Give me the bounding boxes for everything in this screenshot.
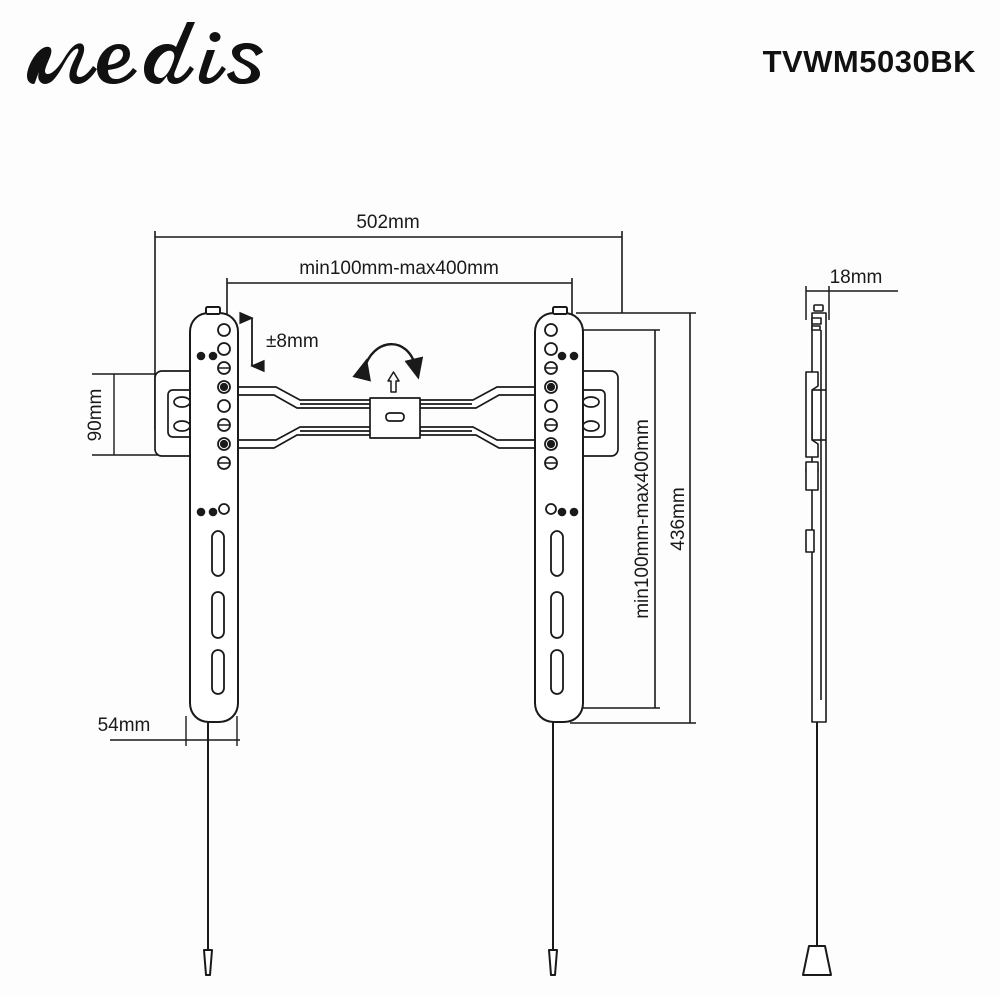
rotation-arc-icon: [352, 343, 424, 382]
dimension-vesa-vertical: [576, 329, 660, 709]
label-plate-height: 90mm: [85, 389, 106, 442]
bracket-arm-left-pins: [196, 351, 229, 517]
bracket-arm-left: [189, 306, 239, 723]
dimension-depth: [805, 286, 898, 320]
pull-cord-right: [548, 722, 558, 976]
bracket-arm-right: [534, 306, 584, 723]
label-overall-width: 502mm: [356, 212, 419, 233]
dimension-arm-width: [110, 716, 240, 746]
label-depth: 18mm: [830, 267, 883, 288]
bracket-arm-right-pins: [546, 351, 579, 517]
label-vesa-horizontal: min100mm-max400mm: [299, 258, 499, 279]
label-overall-height: 436mm: [668, 487, 689, 550]
dimension-overall-height: [570, 312, 696, 724]
bracket-arm-right-holes: [544, 323, 564, 695]
label-arm-width: 54mm: [98, 715, 151, 736]
label-vesa-vertical: min100mm-max400mm: [632, 419, 653, 619]
page-header: TVWM5030BK: [0, 0, 1000, 120]
label-vertical-adjust: ±8mm: [266, 331, 319, 352]
side-view-profile: [805, 304, 827, 723]
lock-release-arrow-icon: [387, 371, 400, 393]
nedis-script-logo: [18, 14, 318, 100]
dimension-vesa-horizontal: [226, 278, 573, 322]
bracket-arm-left-hole-lines: [218, 367, 230, 464]
product-code: TVWM5030BK: [762, 44, 976, 79]
pull-cord-left: [203, 722, 213, 976]
bracket-arm-right-hole-lines: [545, 367, 557, 464]
